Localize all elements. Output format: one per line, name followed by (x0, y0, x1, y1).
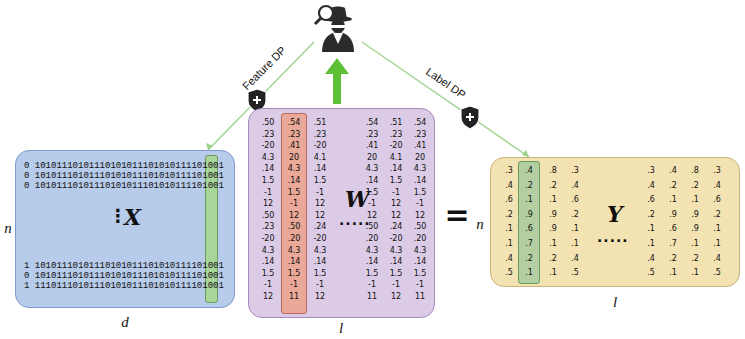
matrix-row: 1 10101110101110101011101010111101001 (24, 261, 224, 271)
matrix-column: .3 .4 .6 .2 .1 .1 .4 .5 (499, 164, 519, 281)
matrix-column: .8 .2 .1 .9 .9 .1 .2 .1 (543, 164, 563, 281)
matrix-symbol: Y (607, 202, 623, 226)
matrix-column: .54 .23 .41 20 4.3 .14 1.5 -1 12 .50 .20… (409, 117, 431, 303)
arrow-head (206, 143, 213, 150)
shield-icon (461, 106, 479, 129)
dimension-label: n (476, 216, 484, 233)
spy-icon (315, 6, 354, 52)
matrix-column: .3 .4 .6 .2 .1 .1 .4 .5 (707, 164, 727, 281)
arrow-head (522, 150, 529, 157)
matrix-column: .50 .23 -20 4.3 .14 1.5 -1 12 .50 .23 -2… (257, 117, 279, 303)
matrix-column: .51 .23 -20 4.1 .14 1.5 -1 12 12 .24 -20… (385, 117, 407, 303)
ellipsis: ..... (597, 230, 629, 244)
matrix-box: .3 .4 .6 .2 .1 .1 .4 .5.4 .2 .1 .9 .6 .7… (490, 157, 740, 287)
access-arrow (325, 58, 349, 104)
matrix-column: .54 .23 .41 20 4.3 .14 1.5 -1 12 .50 .20… (283, 117, 305, 303)
matrix-box: 0 101011101011101010111010101111010010 1… (15, 150, 235, 308)
dimension-label: l (339, 320, 343, 337)
matrix-column: .3 .4 .6 .2 .1 .1 .4 .5 (641, 164, 661, 281)
matrix-box: .50 .23 -20 4.3 .14 1.5 -1 12 .50 .23 -2… (248, 108, 435, 318)
matrix-column: .4 .2 .1 .9 .6 .7 .2 .1 (663, 164, 683, 281)
matrix-column: .51 .23 -20 4.1 .14 1.5 -1 12 12 .24 -20… (309, 117, 331, 303)
matrix-row: 1 11101110101110101011101010111101001 (24, 281, 224, 291)
matrix-row: 0 10101110101110101011101010111101001 (24, 161, 224, 171)
column-highlight (518, 161, 540, 284)
matrix-column: .4 .2 .1 .9 .6 .7 .2 .1 (519, 164, 539, 281)
matrix-column: .3 .4 .6 .2 .1 .1 .4 .5 (565, 164, 585, 281)
matrix-row: 0 10101110101110101011101010111101001 (24, 271, 224, 281)
matrix-column: .54 .23 .41 20 4.3 .14 1.5 -1 12 .50 .20… (361, 117, 383, 303)
dimension-label: d (121, 314, 129, 331)
dimension-label: l (613, 294, 617, 311)
matrix-symbol: X (124, 205, 141, 229)
matrix-row: 0 10101110101110101011101010111101001 (24, 181, 224, 191)
equals-sign: = (444, 197, 469, 232)
mechanism-label: Feature DP (240, 44, 288, 92)
matrix-row: 0 10101110101110101011101010111101001 (24, 171, 224, 181)
mechanism-label: Label DP (424, 65, 468, 101)
dimension-label: n (4, 220, 12, 237)
matrix-column: .8 .2 .1 .9 .9 .1 .2 .1 (685, 164, 705, 281)
